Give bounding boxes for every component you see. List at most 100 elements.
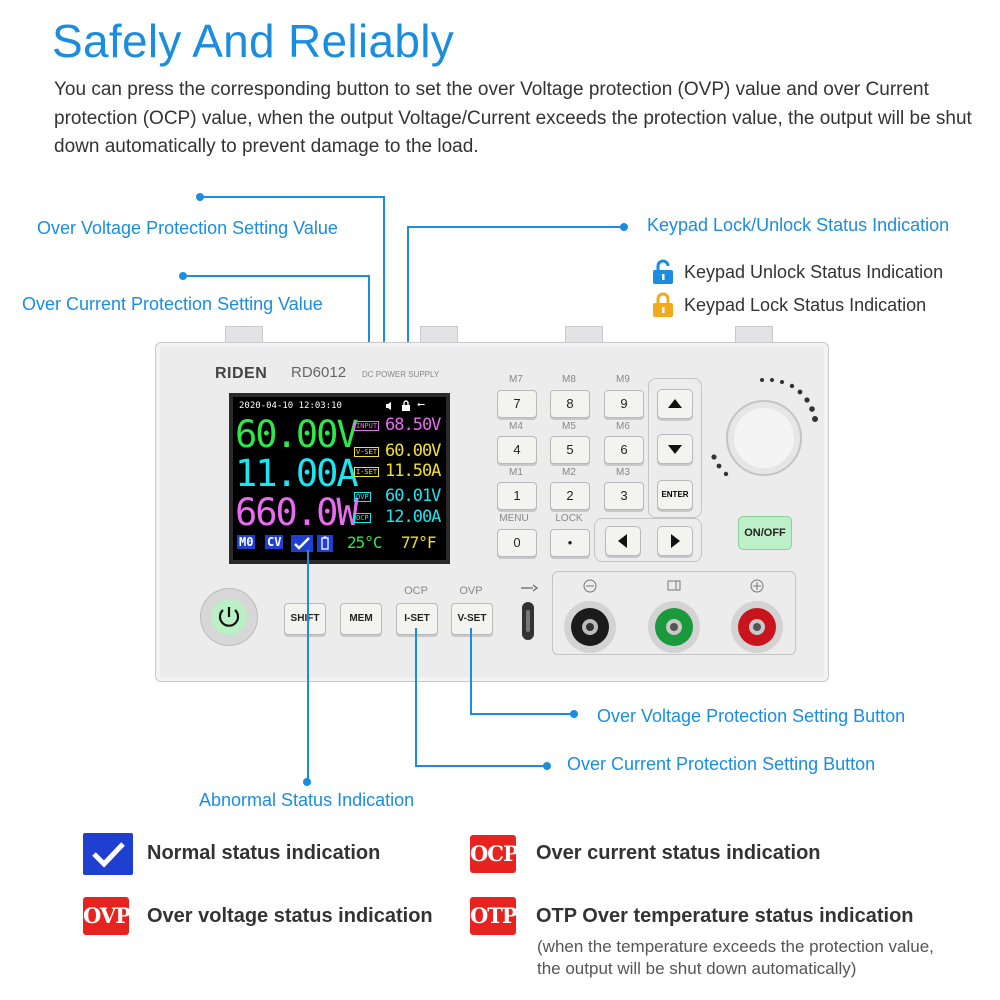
lock-status-label: Keypad Lock Status Indication	[684, 295, 927, 315]
output-terminals	[564, 579, 783, 653]
callout-line	[307, 550, 309, 782]
right-button[interactable]	[657, 526, 693, 556]
power-icon	[211, 599, 247, 635]
key-dot-lock[interactable]: •	[550, 529, 590, 557]
model-label: RD6012	[291, 364, 347, 381]
up-button[interactable]	[657, 389, 693, 419]
key-label: M5	[562, 421, 576, 432]
ovp-value-callout: Over Voltage Protection Setting Value	[37, 218, 338, 238]
ovp-badge-icon: OVP	[83, 897, 131, 935]
subtitle-label: DC POWER SUPPLY	[362, 370, 440, 379]
ocp-screen-value: 12.00A	[385, 507, 441, 527]
key-label: M7	[509, 374, 523, 385]
ovp-button-callout: Over Voltage Protection Setting Button	[597, 706, 906, 726]
callout-line	[415, 765, 547, 767]
power-button[interactable]	[200, 588, 258, 646]
usb-icon: ⭠	[417, 399, 425, 410]
mount-tab	[225, 326, 263, 343]
otp-badge-icon: OTP	[470, 897, 518, 935]
right-arrow-icon	[671, 534, 680, 548]
onoff-button[interactable]: ON/OFF	[738, 516, 792, 550]
key-label: LOCK	[555, 513, 583, 524]
key-5[interactable]: 5	[550, 436, 590, 464]
vset-tag: V-SET	[354, 447, 380, 457]
key-9[interactable]: 9	[604, 390, 644, 418]
ocp-button-callout: Over Current Protection Setting Button	[567, 754, 876, 774]
enter-button[interactable]: ENTER	[657, 480, 693, 510]
down-arrow-icon	[668, 445, 682, 454]
left-button[interactable]	[605, 526, 641, 556]
input-value: 68.50V	[385, 415, 441, 435]
key-label: M4	[509, 421, 523, 432]
lock-icon	[653, 292, 673, 317]
input-tag: INPUT	[354, 421, 380, 431]
iset-tag: I-SET	[354, 467, 380, 477]
nav-frame	[594, 518, 702, 562]
ocp-status-label: Over current status indication	[536, 842, 821, 864]
usb-port	[521, 584, 538, 640]
callout-dot	[303, 778, 311, 786]
key-label: M3	[616, 467, 630, 478]
callout-line	[470, 713, 574, 715]
page-description: You can press the corresponding button t…	[54, 79, 972, 157]
shift-button[interactable]: SHIFT	[284, 603, 326, 635]
callout-line	[200, 196, 384, 198]
battery-icon	[317, 535, 333, 552]
ocp-key-label: OCP	[404, 585, 428, 597]
screen-datetime: 2020-04-10 12:03:10	[239, 401, 342, 411]
otp-note: (when the temperature exceeds the protec…	[537, 937, 934, 978]
encoder-knob[interactable]	[700, 374, 830, 484]
lcd-screen: 2020-04-10 12:03:10 ⭠ 60.00V 11.00A 660.…	[229, 393, 450, 564]
key-label: M6	[616, 421, 630, 432]
speaker-icon	[386, 402, 391, 410]
left-arrow-icon	[618, 534, 627, 548]
screen-current: 11.00A	[235, 452, 359, 495]
unlock-icon	[653, 259, 673, 284]
mem-button[interactable]: MEM	[340, 603, 382, 635]
mount-tab	[565, 326, 603, 343]
ovp-tag: OVP	[354, 492, 371, 502]
terminal-frame	[552, 571, 796, 655]
iset-value: 11.50A	[385, 461, 441, 481]
up-arrow-icon	[668, 399, 682, 408]
screen-lock-icon	[402, 400, 410, 411]
status-check-icon	[291, 535, 313, 552]
brand-label: RIDEN	[215, 365, 268, 382]
screen-voltage: 60.00V	[235, 413, 359, 456]
ocp-tag: OCP	[354, 513, 371, 523]
iset-button[interactable]: I-SET	[396, 603, 438, 635]
key-2[interactable]: 2	[550, 482, 590, 510]
nav-frame	[648, 378, 702, 518]
ocp-value-callout: Over Current Protection Setting Value	[22, 294, 323, 314]
unlock-status-label: Keypad Unlock Status Indication	[684, 262, 944, 282]
mode-badge: M0	[237, 535, 256, 549]
mount-tab	[420, 326, 458, 343]
abnormal-status-callout: Abnormal Status Indication	[199, 790, 415, 810]
down-button[interactable]	[657, 434, 693, 464]
ovp-status-label: Over voltage status indication	[147, 905, 433, 927]
callout-line	[407, 226, 623, 228]
temp-f: 77°F	[401, 533, 437, 552]
key-label: MENU	[499, 513, 529, 524]
normal-check-icon	[83, 833, 133, 875]
keypad-lock-callout: Keypad Lock/Unlock Status Indication	[647, 215, 950, 235]
callout-line	[383, 196, 385, 426]
callout-dot	[570, 710, 578, 718]
vset-value: 60.00V	[385, 441, 441, 461]
key-6[interactable]: 6	[604, 436, 644, 464]
key-label: M1	[509, 467, 523, 478]
temp-c: 25°C	[347, 533, 383, 552]
vset-button[interactable]: V-SET	[451, 603, 493, 635]
key-4[interactable]: 4	[497, 436, 537, 464]
key-7[interactable]: 7	[497, 390, 537, 418]
key-0[interactable]: 0	[497, 529, 537, 557]
key-1[interactable]: 1	[497, 482, 537, 510]
callout-line	[470, 628, 472, 713]
normal-status-label: Normal status indication	[147, 842, 381, 864]
callout-dot	[620, 223, 628, 231]
key-3[interactable]: 3	[604, 482, 644, 510]
key-8[interactable]: 8	[550, 390, 590, 418]
mount-tab	[735, 326, 773, 343]
screen-power: 660.0W	[235, 491, 359, 534]
key-label: M9	[616, 374, 630, 385]
